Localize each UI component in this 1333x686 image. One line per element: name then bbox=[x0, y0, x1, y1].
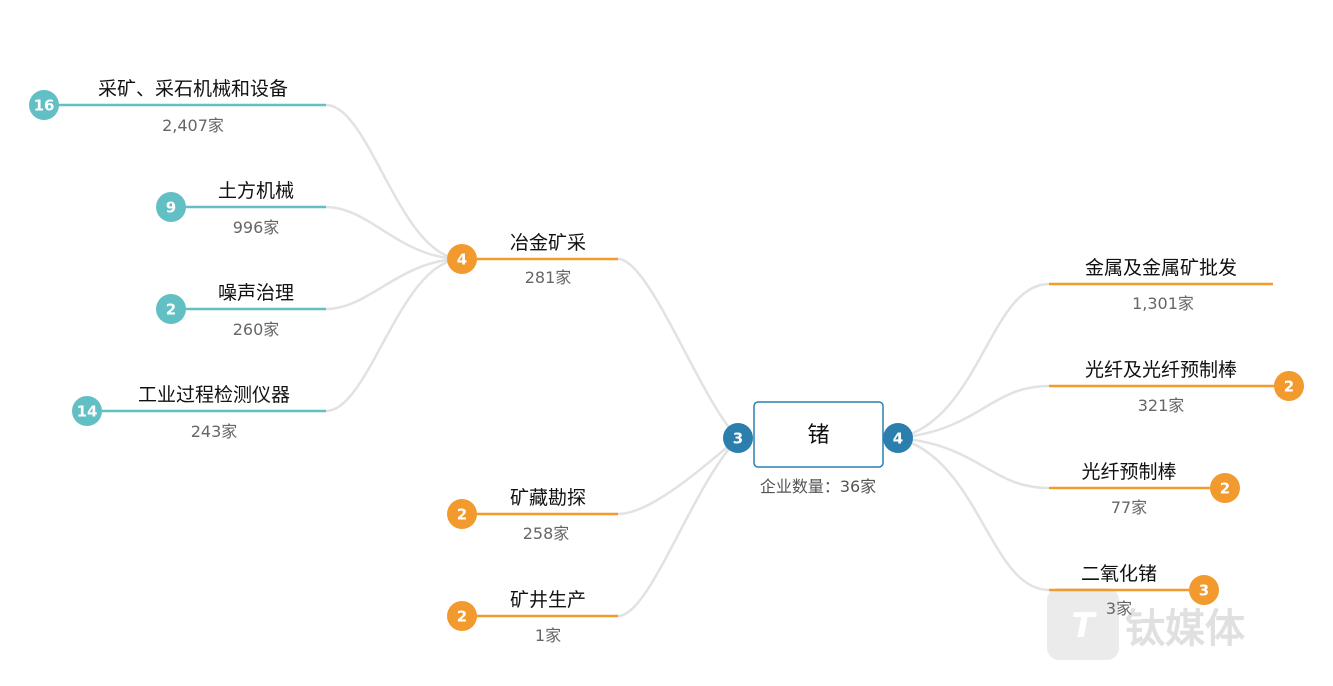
node-mine-production[interactable]: 矿井生产 1家 2 bbox=[447, 589, 618, 645]
node-noise-control[interactable]: 噪声治理 260家 2 bbox=[156, 282, 326, 339]
node-name: 金属及金属矿批发 bbox=[1085, 257, 1237, 279]
node-fiber-and-preform[interactable]: 光纤及光纤预制棒 321家 2 bbox=[1049, 359, 1304, 415]
root-right-badge[interactable]: 4 bbox=[883, 423, 913, 453]
link-group-to-equipment bbox=[325, 103, 463, 261]
expand-badge[interactable]: 4 bbox=[447, 244, 477, 274]
expand-badge[interactable]: 9 bbox=[156, 192, 186, 222]
root-label: 锗 bbox=[807, 423, 829, 448]
svg-text:9: 9 bbox=[166, 199, 176, 217]
node-mineral-exploration[interactable]: 矿藏勘探 258家 2 bbox=[447, 487, 618, 543]
node-count: 2,407家 bbox=[162, 116, 224, 135]
node-earthwork-machinery[interactable]: 土方机械 996家 9 bbox=[156, 180, 326, 237]
link-root-to-metal-wholesale bbox=[897, 282, 1050, 440]
node-count: 243家 bbox=[191, 422, 238, 441]
node-count: 1家 bbox=[535, 626, 561, 645]
expand-badge[interactable]: 2 bbox=[447, 499, 477, 529]
node-name: 土方机械 bbox=[218, 180, 294, 202]
watermark: T 钛媒体 bbox=[1047, 588, 1245, 660]
svg-text:2: 2 bbox=[166, 301, 176, 319]
link-root-to-cooper-group bbox=[617, 257, 739, 439]
node-count: 321家 bbox=[1138, 396, 1185, 415]
node-mining-equipment[interactable]: 采矿、采石机械和设备 2,407家 16 bbox=[29, 78, 326, 135]
node-name: 光纤预制棒 bbox=[1081, 461, 1176, 483]
watermark-text: 钛媒体 bbox=[1125, 606, 1245, 652]
root-node[interactable]: 锗 企业数量：36家 3 4 bbox=[723, 401, 913, 496]
node-name: 光纤及光纤预制棒 bbox=[1085, 359, 1237, 381]
node-count: 1,301家 bbox=[1132, 294, 1194, 313]
node-name: 矿井生产 bbox=[510, 589, 586, 611]
expand-badge[interactable]: 2 bbox=[447, 601, 477, 631]
node-count: 996家 bbox=[233, 218, 280, 237]
watermark-logo-letter: T bbox=[1071, 606, 1097, 646]
svg-text:2: 2 bbox=[457, 608, 467, 626]
node-count: 3家 bbox=[1106, 599, 1132, 618]
root-subtitle: 企业数量：36家 bbox=[760, 477, 876, 496]
svg-text:16: 16 bbox=[34, 97, 55, 115]
root-box[interactable] bbox=[753, 401, 884, 468]
expand-badge[interactable]: 2 bbox=[156, 294, 186, 324]
node-fiber-preform[interactable]: 光纤预制棒 77家 2 bbox=[1049, 461, 1240, 517]
node-metal-wholesale[interactable]: 金属及金属矿批发 1,301家 bbox=[1049, 257, 1273, 313]
expand-badge[interactable]: 2 bbox=[1274, 371, 1304, 401]
svg-text:3: 3 bbox=[733, 430, 743, 448]
node-count: 281家 bbox=[525, 268, 572, 287]
node-name: 噪声治理 bbox=[218, 282, 294, 304]
svg-text:2: 2 bbox=[1220, 480, 1230, 498]
node-count: 258家 bbox=[523, 524, 570, 543]
svg-text:4: 4 bbox=[457, 251, 467, 269]
expand-badge[interactable]: 16 bbox=[29, 90, 59, 120]
svg-text:2: 2 bbox=[457, 506, 467, 524]
link-layer bbox=[325, 103, 1050, 618]
svg-text:3: 3 bbox=[1199, 582, 1209, 600]
link-root-to-geo2 bbox=[897, 436, 1050, 592]
svg-text:4: 4 bbox=[893, 430, 903, 448]
node-metallurgy-mining[interactable]: 冶金矿采 281家 4 bbox=[447, 232, 618, 287]
expand-badge[interactable]: 3 bbox=[1189, 575, 1219, 605]
node-count: 77家 bbox=[1111, 498, 1147, 517]
node-name: 矿藏勘探 bbox=[510, 487, 586, 509]
svg-text:2: 2 bbox=[1284, 378, 1294, 396]
link-root-to-mining bbox=[617, 437, 739, 618]
root-left-badge[interactable]: 3 bbox=[723, 423, 753, 453]
node-name: 冶金矿采 bbox=[510, 232, 586, 254]
watermark-logo-box bbox=[1047, 588, 1119, 660]
link-root-to-fiber-preform-1 bbox=[897, 384, 1050, 440]
node-name: 二氧化锗 bbox=[1081, 563, 1157, 585]
node-name: 采矿、采石机械和设备 bbox=[98, 78, 288, 100]
expand-badge[interactable]: 2 bbox=[1210, 473, 1240, 503]
node-process-instruments[interactable]: 工业过程检测仪器 243家 14 bbox=[72, 384, 326, 441]
link-root-to-fiber-preform-2 bbox=[897, 436, 1050, 490]
link-group-to-instruments bbox=[325, 257, 463, 413]
node-germanium-dioxide[interactable]: 二氧化锗 3家 3 bbox=[1049, 563, 1219, 618]
node-name: 工业过程检测仪器 bbox=[138, 384, 290, 406]
node-count: 260家 bbox=[233, 320, 280, 339]
link-root-to-exploration bbox=[617, 437, 739, 516]
expand-badge[interactable]: 14 bbox=[72, 396, 102, 426]
svg-text:14: 14 bbox=[77, 403, 98, 421]
link-group-to-earthwork bbox=[325, 205, 463, 261]
link-group-to-noise bbox=[325, 257, 463, 311]
